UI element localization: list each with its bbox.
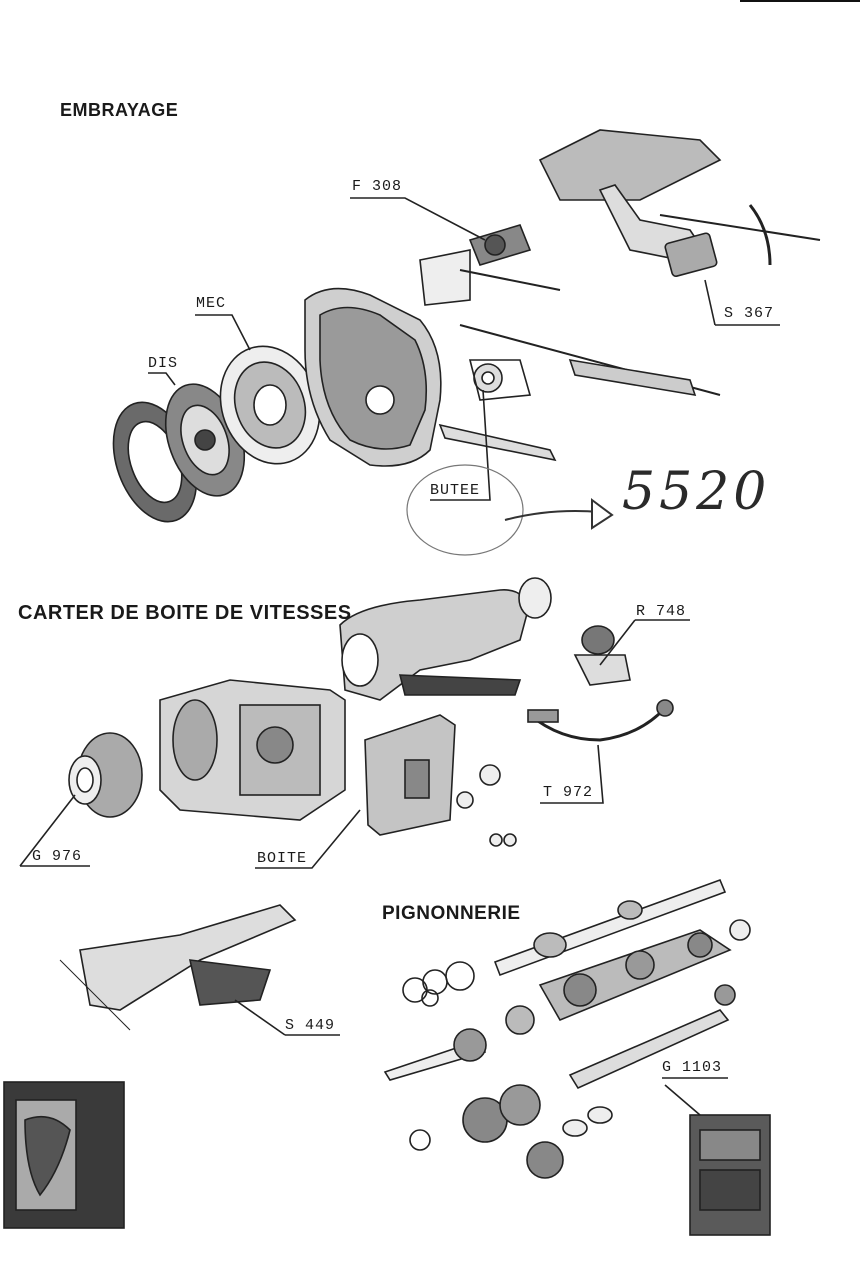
gear-cluster-main bbox=[538, 919, 751, 1022]
input-shaft bbox=[383, 1005, 535, 1081]
layshaft bbox=[568, 984, 736, 1090]
speedometer-cable bbox=[527, 699, 674, 742]
gearbox-side-cover bbox=[364, 714, 456, 836]
mainshaft-upper bbox=[493, 878, 727, 977]
section-title-embrayage: EMBRAYAGE bbox=[60, 100, 179, 120]
bellhousing bbox=[304, 287, 442, 467]
release-bearing bbox=[468, 359, 532, 401]
countershaft-gears bbox=[409, 1084, 613, 1179]
section-title-pignonnerie: PIGNONNERIE bbox=[382, 903, 521, 924]
callout-g976: G 976 bbox=[32, 848, 83, 865]
clutch-cable-rod bbox=[568, 358, 697, 397]
callout-boite: BOITE bbox=[257, 850, 308, 867]
synchro-rings bbox=[402, 961, 475, 1007]
callout-dis: DIS bbox=[148, 355, 179, 372]
gearbox-main-case bbox=[159, 679, 346, 821]
clutch-lever bbox=[419, 249, 471, 306]
callout-butee: BUTEE bbox=[430, 482, 481, 499]
top-edge-line bbox=[740, 0, 860, 2]
callout-f308: F 308 bbox=[352, 178, 403, 195]
callout-mec: MEC bbox=[196, 295, 227, 312]
pedal-assembly bbox=[538, 129, 722, 278]
callout-s449: S 449 bbox=[285, 1017, 336, 1034]
pedal-shaft bbox=[659, 214, 821, 241]
logo-stamp bbox=[3, 1081, 125, 1229]
section-title-carter: CARTER DE BOITE DE VITESSES bbox=[18, 602, 352, 624]
callout-t972: T 972 bbox=[543, 784, 594, 801]
selector-forks bbox=[456, 764, 517, 847]
pedal-arm bbox=[748, 204, 772, 266]
clutch-disc-hub bbox=[164, 383, 246, 497]
shift-knob-assembly bbox=[573, 625, 631, 686]
master-cylinder bbox=[468, 224, 532, 266]
handwritten-note: 5520 bbox=[622, 462, 771, 522]
callout-s367: S 367 bbox=[724, 305, 775, 322]
gearbox-rear-housing bbox=[339, 577, 552, 701]
fork-shaft bbox=[438, 423, 557, 462]
oil-can bbox=[689, 1114, 771, 1236]
front-bearing-housing bbox=[68, 732, 143, 818]
callout-g1103: G 1103 bbox=[662, 1059, 723, 1076]
gearbox-gasket bbox=[398, 674, 522, 696]
leader-f308 bbox=[350, 197, 486, 241]
gearbox-mounting-detail bbox=[59, 904, 297, 1031]
callout-r748: R 748 bbox=[636, 603, 687, 620]
